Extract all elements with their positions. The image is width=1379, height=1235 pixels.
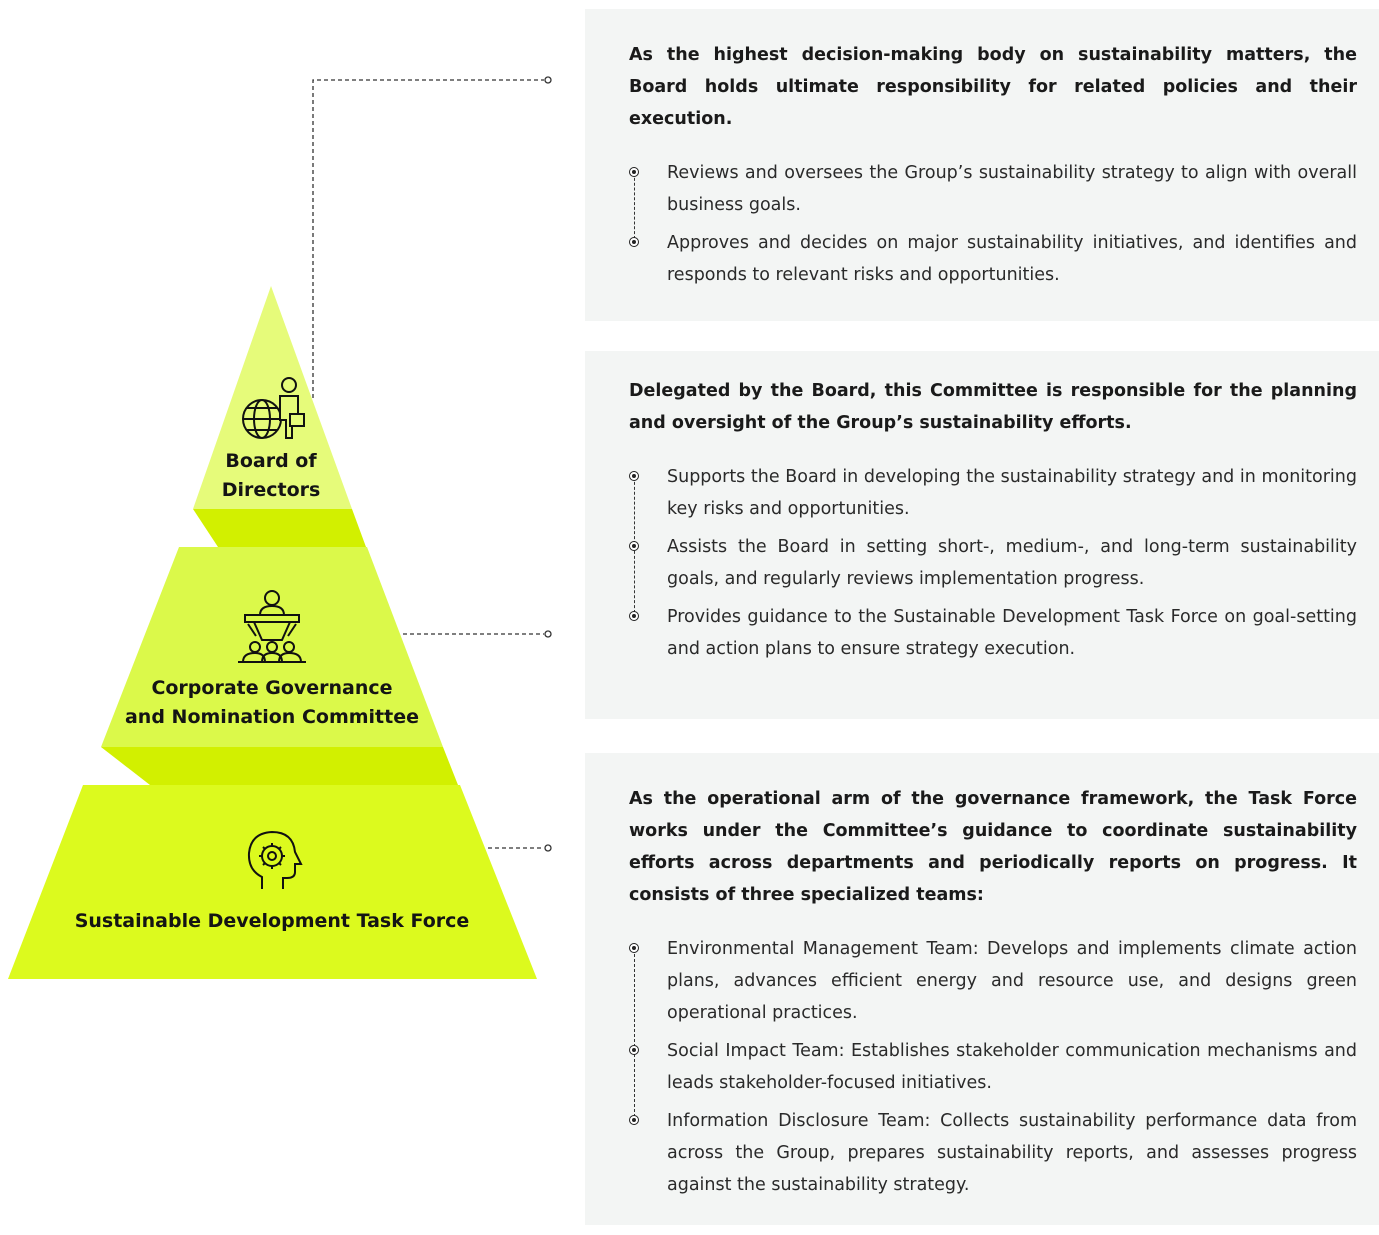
panel-task-force [585, 753, 1379, 1225]
list-item: Supports the Board in developing the sus… [629, 461, 1357, 525]
bullet-list: Environmental Management Team: Develops … [629, 933, 1357, 1201]
connector-end-committee [544, 630, 552, 638]
list-item: Information Disclosure Team: Collects su… [629, 1105, 1357, 1201]
bullet-list: Reviews and oversees the Group’s sustain… [629, 157, 1357, 291]
tier-task-force[interactable] [8, 785, 537, 979]
list-item-text: Environmental Management Team: Develops … [667, 939, 1357, 1023]
list-item: Reviews and oversees the Group’s sustain… [629, 157, 1357, 221]
tier-label-line: Board of [225, 450, 317, 472]
podium-audience-icon [238, 590, 306, 663]
tier-label-committee: Corporate Governance and Nomination Comm… [102, 674, 442, 732]
list-item-text: Reviews and oversees the Group’s sustain… [667, 163, 1357, 215]
tier-label-line: Directors [221, 479, 321, 501]
bullet-rail [634, 173, 635, 239]
tier-label-task-force: Sustainable Development Task Force [30, 907, 514, 936]
list-item: Approves and decides on major sustainabi… [629, 227, 1357, 291]
panel-task-force-content: As the operational arm of the governance… [585, 753, 1379, 1225]
bullet-dot-icon [629, 541, 639, 551]
list-item: Assists the Board in setting short-, med… [629, 531, 1357, 595]
head-gear-icon [247, 830, 303, 889]
bullet-dot-icon [629, 1115, 639, 1125]
panel-committee: Delegated by the Board, this Committee i… [585, 351, 1379, 719]
list-item-text: Social Impact Team: Establishes stakehol… [667, 1041, 1357, 1093]
pyramid-diagram [8, 76, 552, 979]
connector-line-board [312, 79, 544, 398]
connector-end-task-force [544, 844, 552, 852]
list-item-text: Assists the Board in setting short-, med… [667, 537, 1357, 589]
tier-label-line: Sustainable Development Task Force [74, 910, 470, 932]
panel-lead: Delegated by the Board, this Committee i… [629, 381, 1357, 433]
bullet-dot-icon [629, 237, 639, 247]
bullet-list: Supports the Board in developing the sus… [629, 461, 1357, 665]
bullet-dot-icon [629, 471, 639, 481]
bullet-dot-icon [629, 611, 639, 621]
list-item-text: Supports the Board in developing the sus… [667, 467, 1357, 519]
connector-band-2 [101, 747, 458, 785]
tier-committee[interactable] [101, 547, 443, 747]
list-item-text: Approves and decides on major sustainabi… [667, 233, 1357, 285]
tier-label-line: Corporate Governance [151, 677, 393, 699]
globe-person-icon [242, 377, 305, 439]
list-item-text: Provides guidance to the Sustainable Dev… [667, 607, 1357, 659]
bullet-dot-icon [629, 943, 639, 953]
tier-label-board: Board of Directors [171, 447, 371, 505]
panel-lead: As the operational arm of the governance… [629, 789, 1357, 905]
list-item: Environmental Management Team: Develops … [629, 933, 1357, 1029]
list-item-text: Information Disclosure Team: Collects su… [667, 1111, 1357, 1195]
tier-label-line: and Nomination Committee [124, 706, 419, 728]
list-item: Social Impact Team: Establishes stakehol… [629, 1035, 1357, 1099]
tier-board[interactable] [193, 286, 352, 509]
panel-board: As the highest decision-making body on s… [585, 9, 1379, 321]
panel-lead: As the highest decision-making body on s… [629, 45, 1357, 129]
bullet-rail [634, 949, 635, 1117]
bullet-dot-icon [629, 1045, 639, 1055]
connector-band-1 [193, 509, 366, 547]
connector-end-board [544, 76, 552, 84]
bullet-dot-icon [629, 167, 639, 177]
list-item: Provides guidance to the Sustainable Dev… [629, 601, 1357, 665]
